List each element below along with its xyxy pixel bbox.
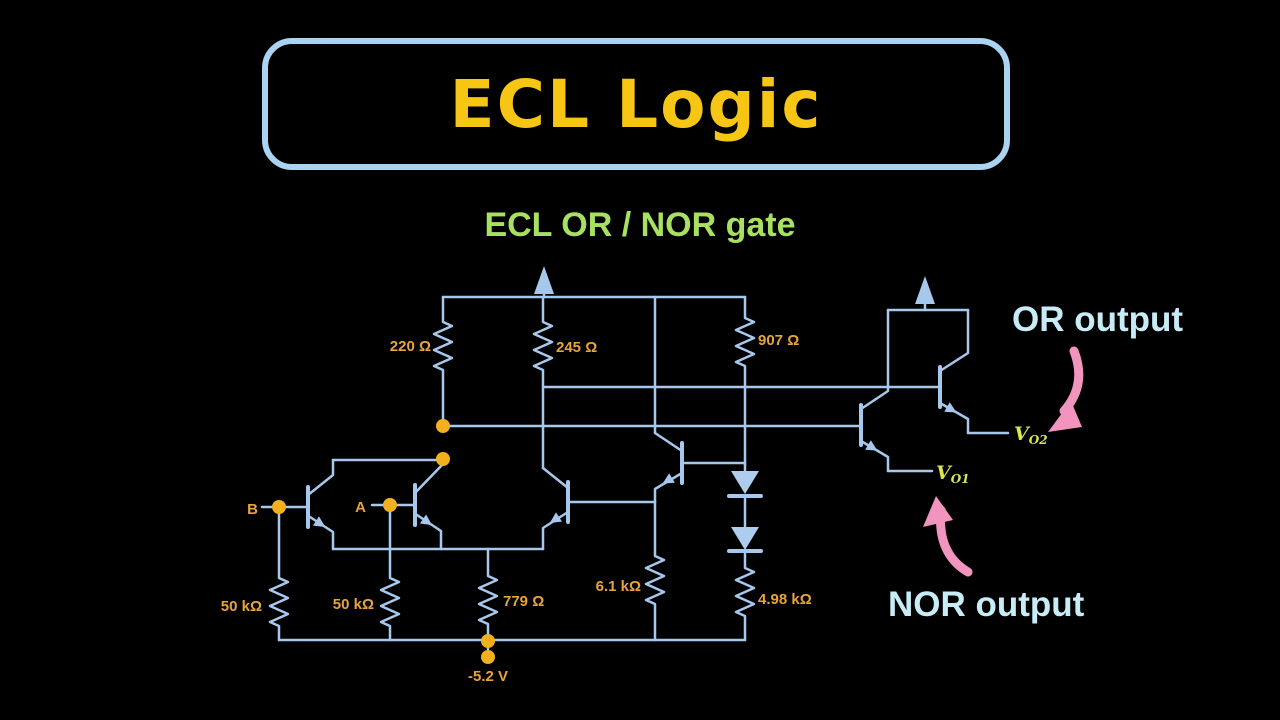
bias-diodes <box>727 471 763 553</box>
resistor-245 <box>532 295 554 470</box>
input-label-b: B <box>247 501 258 518</box>
nor-arrow-head-icon <box>923 496 953 527</box>
vo1-symbol: V <box>936 462 953 484</box>
node-dot <box>436 452 450 466</box>
resistor-779 <box>477 547 499 642</box>
circuit-wires <box>260 266 1010 659</box>
resistor-220 <box>432 295 454 428</box>
q4-emitter <box>653 471 684 504</box>
resistor-907 <box>734 295 756 467</box>
node-dot <box>481 650 495 664</box>
q1-collector <box>306 458 335 497</box>
q4-emitter-arrow-icon <box>662 473 675 484</box>
q5-emitter <box>859 439 890 473</box>
transistor-q1-input-b <box>306 458 335 551</box>
diode-d1-icon <box>731 471 759 494</box>
q5-emitter-arrow-icon <box>865 440 878 451</box>
junction-dots <box>272 419 495 664</box>
q1-emitter-arrow-icon <box>313 516 326 527</box>
resistor-50k-b <box>268 505 290 642</box>
resistor-label-6k1: 6.1 kΩ <box>596 578 641 595</box>
output-label-vo2: VO2 <box>1014 423 1048 447</box>
vo2-symbol: V <box>1014 423 1031 445</box>
page-title: ECL Logic <box>449 65 823 143</box>
transistor-q3-reference <box>541 466 570 551</box>
resistor-label-907: 907 Ω <box>758 332 799 349</box>
annotation-arrows <box>923 346 1084 577</box>
resistors <box>268 295 756 642</box>
q6-emitter <box>938 401 970 435</box>
q5-collector <box>859 308 890 411</box>
resistor-label-779: 779 Ω <box>503 593 544 610</box>
q2-emitter-arrow-icon <box>419 514 433 526</box>
q2-collector <box>413 462 445 495</box>
vo1-subscript: O1 <box>951 472 970 486</box>
node-dot <box>481 634 495 648</box>
vcc-arrow-right-icon <box>915 276 935 304</box>
transistor-q6-or-follower <box>938 308 970 435</box>
node-dot <box>436 419 450 433</box>
circuit-subtitle: ECL OR / NOR gate <box>484 206 796 244</box>
transistor-q5-nor-follower <box>859 308 890 473</box>
vcc-arrow-left-icon <box>534 266 554 294</box>
vo2-subscript: O2 <box>1029 433 1048 447</box>
nor-output-annotation: NOR output <box>888 585 1085 624</box>
q6-emitter-arrow-icon <box>944 402 957 413</box>
transistor-q2-input-a <box>413 462 445 551</box>
title-box: ECL Logic <box>262 38 1010 170</box>
resistor-label-245: 245 Ω <box>556 339 597 356</box>
resistor-label-4k98: 4.98 kΩ <box>758 591 812 608</box>
q3-emitter-arrow-icon <box>549 512 562 523</box>
transistor-q4-bias <box>653 431 684 504</box>
resistor-label-50k-b: 50 kΩ <box>221 598 262 615</box>
input-label-a: A <box>355 499 366 516</box>
or-output-annotation: OR output <box>1012 300 1184 339</box>
resistor-label-50k-a: 50 kΩ <box>333 596 374 613</box>
q3-emitter <box>541 510 570 551</box>
component-labels: 220 Ω 245 Ω 907 Ω 50 kΩ 50 kΩ 779 Ω 6.1 … <box>221 332 1048 685</box>
node-dot <box>272 500 286 514</box>
q3-collector <box>541 466 570 490</box>
or-arrow-head-icon <box>1048 401 1082 432</box>
resistor-50k-a <box>379 503 401 642</box>
node-dot <box>383 498 397 512</box>
q6-collector <box>938 308 970 373</box>
resistor-label-220: 220 Ω <box>390 338 431 355</box>
supply-label-vee: -5.2 V <box>468 668 508 685</box>
resistor-4k98 <box>734 550 756 642</box>
q4-collector <box>653 431 684 453</box>
output-label-vo1: VO1 <box>936 462 970 486</box>
resistor-6k1 <box>644 500 666 642</box>
diode-d2-icon <box>731 527 759 550</box>
